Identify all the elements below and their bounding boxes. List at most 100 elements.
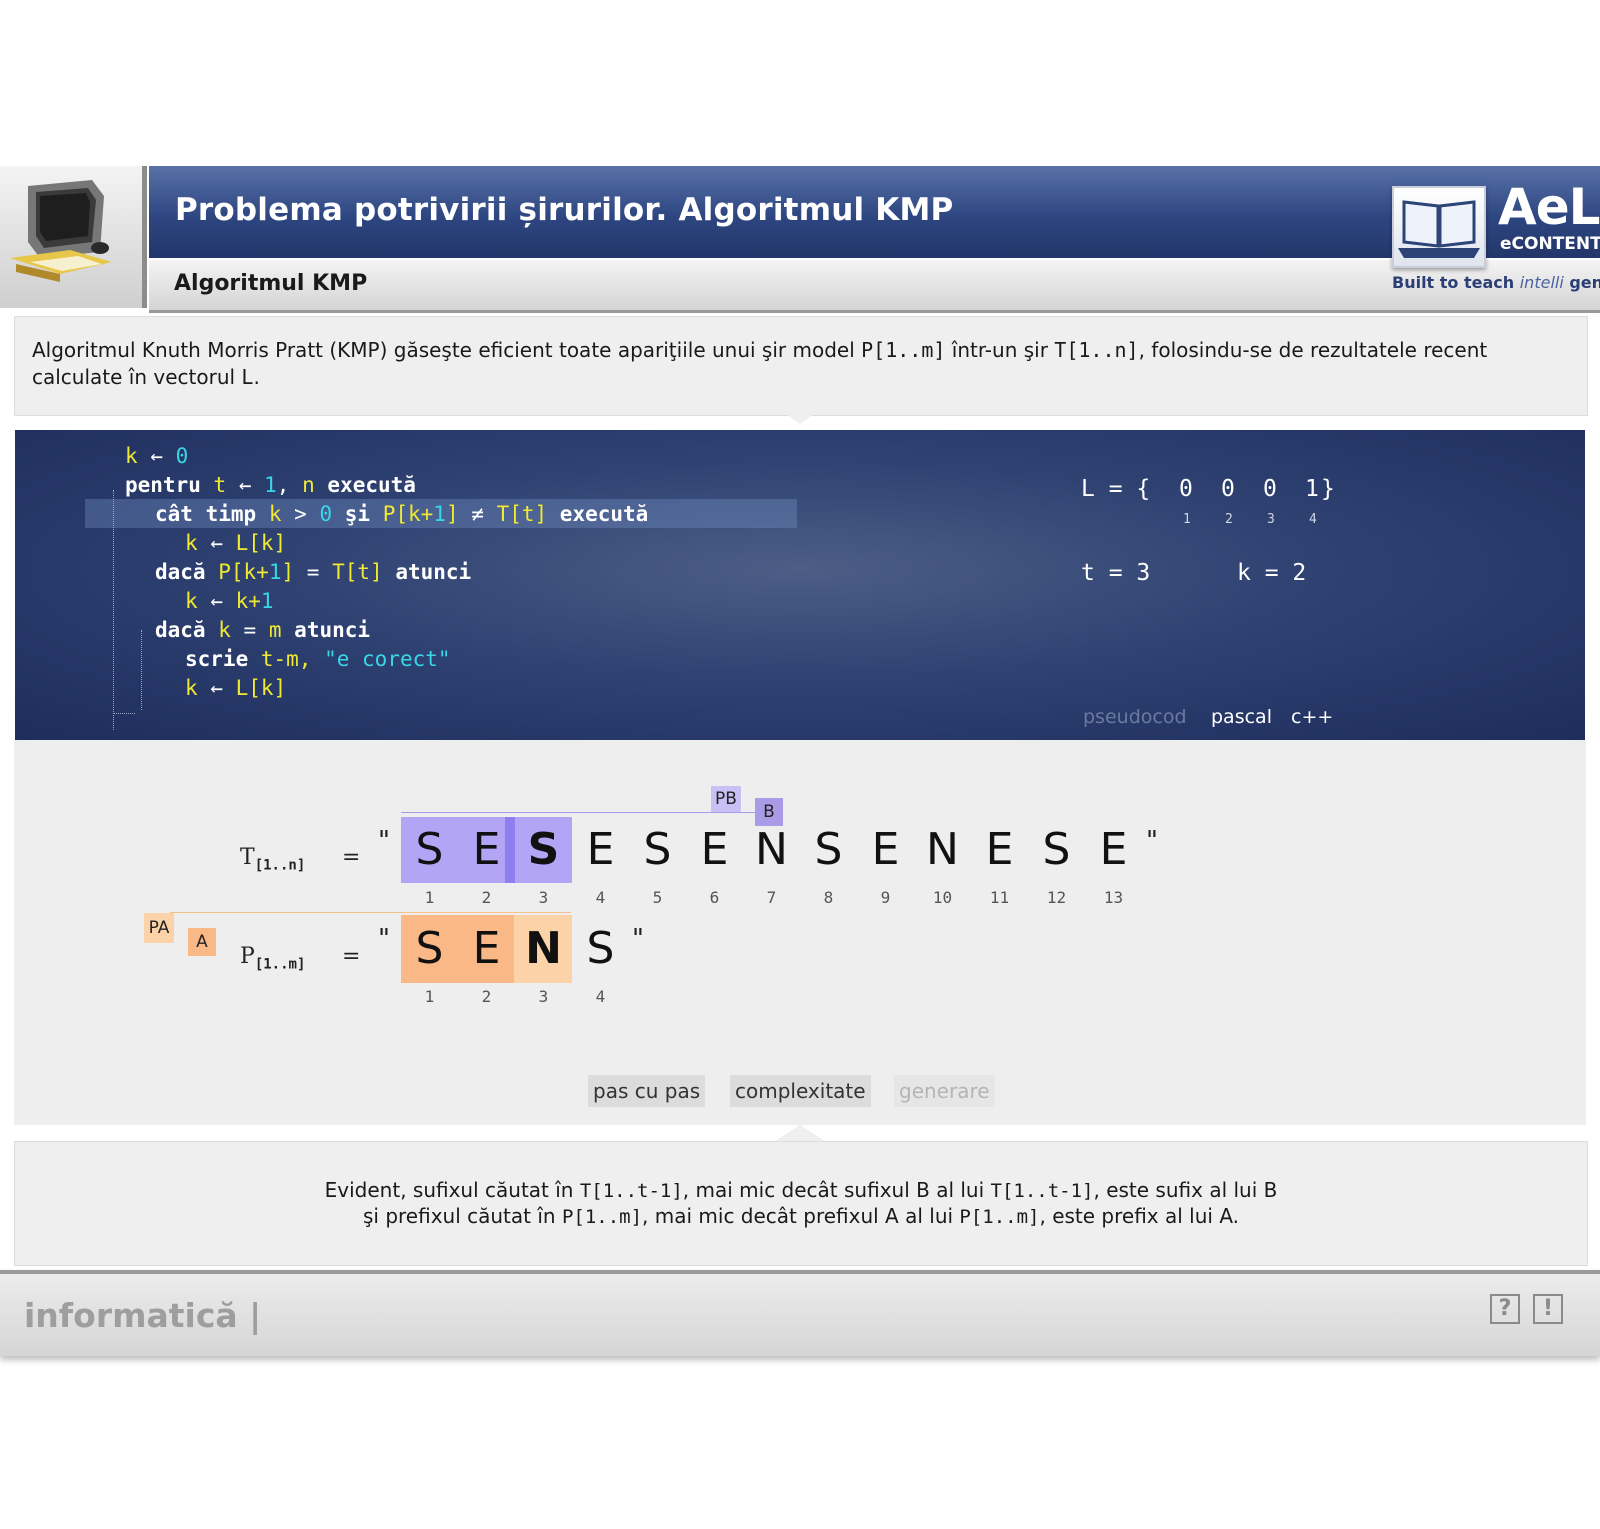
T-index: 9	[880, 888, 891, 907]
header: Problema potrivirii șirurilor. Algoritmu…	[0, 166, 1600, 313]
intro-code: T[1..n]	[1054, 338, 1139, 362]
P-index: 3	[538, 987, 549, 1006]
P-index: 1	[424, 987, 435, 1006]
intro-text-part: , folosindu-se de rezultatele recent cal…	[32, 338, 1488, 389]
T-char: E	[700, 824, 729, 875]
T-suffix-mark	[505, 817, 515, 883]
T-char: E	[586, 824, 615, 875]
explanation-text: , este sufix al lui B	[1093, 1178, 1278, 1202]
subtitle-bar: Algoritmul KMP	[149, 258, 1600, 313]
intro-pointer-arrow	[772, 404, 828, 424]
P-equals: =	[342, 944, 361, 969]
generate-button[interactable]: generare	[894, 1075, 995, 1107]
code-panel: k ← 0 pentru t ← 1, n execută cât timp k…	[15, 430, 1585, 740]
A-tag: A	[188, 928, 216, 956]
T-quote-close: "	[1146, 826, 1158, 856]
code-line-7: dacă k = m atunci	[155, 618, 370, 642]
tagline-part: Built to teach	[1392, 273, 1520, 292]
code-token: k	[185, 589, 198, 613]
T-char: E	[871, 824, 900, 875]
indent-guide	[113, 713, 135, 714]
code-token: m	[268, 618, 282, 642]
T-index: 3	[538, 888, 549, 907]
code-token: ,	[276, 473, 290, 497]
intro-text-part: Algoritmul Knuth Morris Pratt (KMP) găse…	[32, 338, 862, 362]
T-char: S	[814, 824, 843, 875]
explanation-code: T[1..t-1]	[990, 1180, 1094, 1202]
code-token: k+	[235, 589, 261, 613]
P-quote-close: "	[632, 924, 644, 954]
intro-code: L	[241, 365, 254, 389]
code-line-3: cât timp k > 0 şi P[k+1] ≠ T[t] execută	[155, 502, 648, 526]
explanation-code: P[1..m]	[561, 1206, 643, 1228]
T-char: S	[527, 824, 560, 875]
PA-tag: PA	[144, 913, 174, 943]
code-token: pentru	[125, 473, 201, 497]
B-tag: B	[755, 798, 783, 826]
code-token: 0	[175, 444, 189, 468]
code-token: L[k]	[235, 676, 287, 700]
T-char: E	[1099, 824, 1128, 875]
PB-tag: PB	[711, 786, 741, 812]
code-line-5: dacă P[k+1] = T[t] atunci	[155, 560, 471, 584]
tab-pseudocod[interactable]: pseudocod	[1083, 706, 1187, 728]
help-button[interactable]: ?	[1490, 1294, 1520, 1324]
L-value: 0	[1263, 476, 1277, 502]
code-token: n	[302, 473, 315, 497]
P-char: E	[472, 923, 501, 974]
complexity-button[interactable]: complexitate	[730, 1075, 871, 1107]
L-index: 3	[1267, 512, 1275, 527]
code-token: T[t]	[496, 502, 548, 526]
title-bar: Problema potrivirii șirurilor. Algoritmu…	[149, 166, 1600, 258]
T-char: E	[985, 824, 1014, 875]
code-line-1: k ← 0	[125, 444, 188, 468]
T-index: 5	[652, 888, 663, 907]
T-char: N	[926, 824, 959, 875]
computer-icon	[10, 180, 112, 282]
T-label: T[1..n]	[240, 845, 305, 873]
code-token: scrie	[185, 647, 249, 671]
code-token: dacă	[155, 618, 206, 642]
T-index: 2	[481, 888, 492, 907]
code-token: execută	[327, 473, 416, 497]
intro-panel: Algoritmul Knuth Morris Pratt (KMP) găse…	[14, 316, 1588, 416]
brand-name: AeL	[1498, 178, 1600, 236]
book-laptop-icon	[1392, 186, 1486, 268]
info-button[interactable]: !	[1533, 1294, 1563, 1324]
code-token: ←	[210, 676, 223, 700]
code-token: k	[185, 531, 198, 555]
code-token: 1	[264, 473, 277, 497]
T-char: S	[415, 824, 444, 875]
code-token: cât timp	[155, 502, 257, 526]
T-index: 13	[1103, 888, 1124, 907]
code-token: P[k+	[382, 502, 434, 526]
t-value: t = 3	[1081, 560, 1151, 586]
explanation-text: , mai mic decât prefixul A al lui	[642, 1204, 960, 1228]
code-token: >	[294, 502, 307, 526]
code-token: ]	[445, 502, 459, 526]
P-quote-open: "	[378, 924, 390, 954]
T-index: 7	[766, 888, 777, 907]
T-index: 6	[709, 888, 720, 907]
code-token: k	[268, 502, 282, 526]
T-index: 10	[932, 888, 953, 907]
T-index: 8	[823, 888, 834, 907]
explanation-panel: Evident, sufixul căutat în T[1..t-1], ma…	[14, 1141, 1588, 1266]
code-token: 1	[260, 589, 274, 613]
step-by-step-button[interactable]: pas cu pas	[588, 1075, 706, 1107]
code-token: şi	[344, 502, 371, 526]
code-token: 0	[319, 502, 333, 526]
T-char: N	[755, 824, 788, 875]
code-token: k	[185, 676, 198, 700]
explanation-code: T[1..t-1]	[579, 1180, 683, 1202]
tab-cpp[interactable]: c++	[1291, 706, 1334, 728]
code-token: t-m,	[260, 647, 312, 671]
T-index: 11	[989, 888, 1010, 907]
subject-label: informatică |	[24, 1296, 262, 1335]
ael-brand: AeL eCONTENT Built to teach intelli gent…	[1370, 166, 1600, 308]
T-index: 12	[1046, 888, 1067, 907]
T-char: S	[1042, 824, 1071, 875]
L-value: 1	[1305, 476, 1319, 502]
tab-pascal[interactable]: pascal	[1211, 706, 1272, 728]
code-line-4: k ← L[k]	[185, 531, 286, 555]
